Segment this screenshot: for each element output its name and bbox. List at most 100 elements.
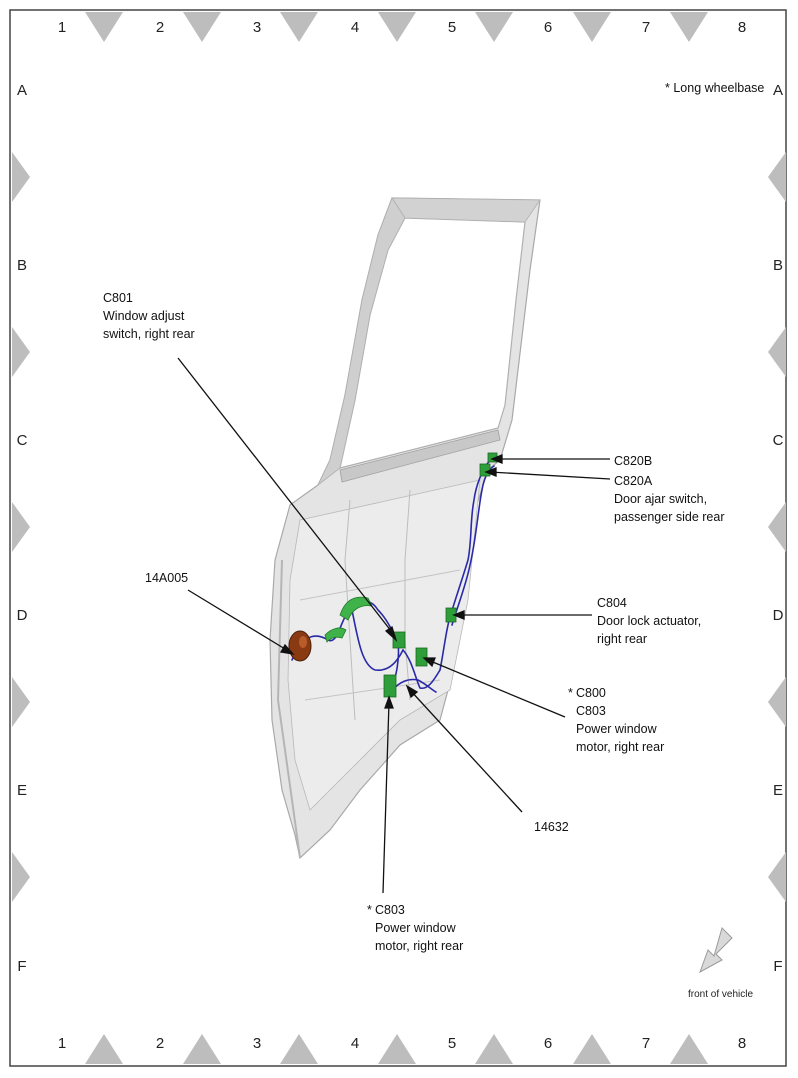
row-label-right-C: C: [773, 432, 784, 449]
harness-loop: [351, 609, 404, 671]
col-label-bottom-2: 2: [156, 1035, 164, 1052]
col-label-bottom-6: 6: [544, 1035, 552, 1052]
row-label-left-C: C: [17, 432, 28, 449]
c820b-id: C820B: [614, 454, 652, 468]
long-wheelbase-note: * Long wheelbase: [665, 81, 764, 95]
c820a-id: C820A: [614, 474, 653, 488]
leader-c801-arrowhead: [384, 625, 398, 643]
callout-c820a: C820A Door ajar switch, passenger side r…: [614, 474, 724, 524]
connector-c820a: [479, 463, 491, 477]
c800-line2: motor, right rear: [576, 740, 664, 754]
col-label-top-2: 2: [156, 19, 164, 36]
14a005-id: 14A005: [145, 571, 188, 585]
row-label-left-E: E: [17, 782, 27, 799]
leader-14a005: [187, 589, 291, 653]
callout-14a005: 14A005: [145, 571, 188, 585]
harness-up: [439, 459, 491, 671]
grommet-body: [288, 630, 312, 662]
c801-line1: Window adjust: [103, 309, 185, 323]
col-label-bottom-1: 1: [58, 1035, 66, 1052]
col-label-bottom-5: 5: [448, 1035, 456, 1052]
col-label-top-8: 8: [738, 19, 746, 36]
connector-c803: [383, 674, 397, 698]
col-label-bottom-8: 8: [738, 1035, 746, 1052]
c803-star: *: [367, 903, 372, 917]
leader-c820b-arrowhead: [490, 454, 503, 464]
c800-id2: C803: [576, 704, 606, 718]
row-label-left-A: A: [17, 82, 27, 99]
c803-line1: Power window: [375, 921, 457, 935]
c801-id: C801: [103, 291, 133, 305]
col-label-top-3: 3: [253, 19, 261, 36]
front-of-vehicle-label: front of vehicle: [688, 989, 753, 1000]
row-label-right-F: F: [773, 958, 782, 975]
grommet-14a005: [288, 630, 312, 662]
arrow-down-left-icon: [699, 927, 733, 974]
row-label-right-B: B: [773, 257, 783, 274]
leader-14a005-arrowhead: [279, 643, 295, 655]
leader-c820a-arrowhead: [484, 467, 497, 477]
callout-c804: C804 Door lock actuator, right rear: [597, 596, 701, 646]
col-label-bottom-4: 4: [351, 1035, 359, 1052]
c804-line1: Door lock actuator,: [597, 614, 701, 628]
b-pillar-shade: [317, 197, 406, 486]
row-label-left-B: B: [17, 257, 27, 274]
row-label-left-F: F: [17, 958, 26, 975]
c801-line2: switch, right rear: [103, 327, 195, 341]
callout-c801: C801 Window adjust switch, right rear: [103, 291, 195, 341]
c800-line1: Power window: [576, 722, 658, 736]
grid-column-labels: 1 2 3 4 5 6 7 8 1 2 3 4 5 6 7 8: [58, 19, 746, 1052]
col-label-top-5: 5: [448, 19, 456, 36]
14632-id: 14632: [534, 820, 569, 834]
leader-c800-arrowhead: [422, 657, 436, 668]
grommet-highlight: [299, 636, 307, 648]
c800-star: *: [568, 686, 573, 700]
row-label-right-E: E: [773, 782, 783, 799]
grid-row-labels: A B C D E F A B C D E F: [17, 82, 784, 975]
door-edge: [276, 559, 301, 859]
inner-rib-2: [404, 489, 411, 701]
inner-rib-1: [344, 499, 356, 721]
row-label-left-D: D: [17, 607, 28, 624]
front-of-vehicle-indicator: front of vehicle: [688, 927, 753, 1000]
belt-line: [339, 429, 501, 483]
col-label-top-7: 7: [642, 19, 650, 36]
leader-c804-arrowhead: [452, 610, 465, 620]
c800-id: C800: [576, 686, 606, 700]
leader-lines: [177, 357, 611, 894]
callout-c803: * C803 Power window motor, right rear: [367, 903, 463, 953]
leader-c800: [427, 659, 566, 718]
callout-c820b: C820B: [614, 454, 652, 468]
leader-c801: [177, 357, 396, 637]
harness-clip-left: [324, 627, 347, 643]
c804-id: C804: [597, 596, 627, 610]
col-label-bottom-7: 7: [642, 1035, 650, 1052]
col-label-top-1: 1: [58, 19, 66, 36]
connector-c801: [392, 631, 406, 649]
inner-rib-3: [299, 569, 461, 601]
c820a-line2: passenger side rear: [614, 510, 724, 524]
leader-14632-arrowhead: [405, 684, 419, 699]
leader-c803-arrowhead: [384, 695, 394, 709]
c803-line2: motor, right rear: [375, 939, 463, 953]
rear-door-illustration: [269, 197, 541, 860]
grid-markers: [12, 12, 786, 1064]
callout-c800: * C800 C803 Power window motor, right re…: [568, 686, 664, 754]
leader-14632: [409, 689, 523, 813]
window-frame-shade: [391, 197, 541, 223]
row-label-right-D: D: [773, 607, 784, 624]
c803-id: C803: [375, 903, 405, 917]
callout-14632: 14632: [534, 820, 569, 834]
leader-c820a: [489, 471, 611, 480]
c804-line2: right rear: [597, 632, 647, 646]
col-label-top-4: 4: [351, 19, 359, 36]
c820a-line1: Door ajar switch,: [614, 492, 707, 506]
col-label-bottom-3: 3: [253, 1035, 261, 1052]
col-label-top-6: 6: [544, 19, 552, 36]
connector-c800: [415, 647, 428, 667]
row-label-right-A: A: [773, 82, 783, 99]
harness-low: [391, 678, 437, 693]
leader-c803: [382, 701, 390, 894]
